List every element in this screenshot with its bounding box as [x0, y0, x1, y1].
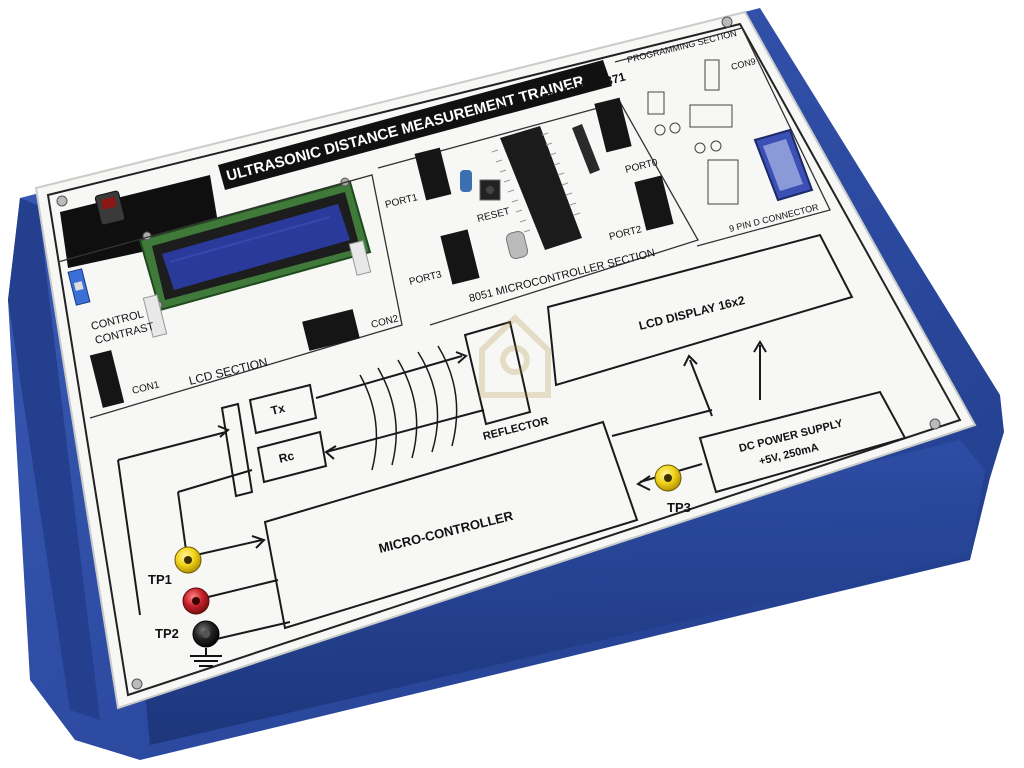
tx-label: Tx — [269, 401, 286, 418]
lcd-display-block — [546, 233, 854, 387]
programming-footprints — [647, 59, 739, 205]
ultrasonic-waves — [359, 345, 458, 471]
tp1-jack[interactable] — [174, 546, 202, 574]
port2-header[interactable] — [634, 175, 674, 231]
crystal — [505, 230, 529, 260]
lcd-module — [138, 177, 372, 338]
tp2-black-jack[interactable] — [192, 620, 220, 648]
ground-icon — [190, 648, 222, 667]
screw-icon — [929, 418, 941, 430]
mcu-chip — [500, 126, 582, 250]
screw-icon — [721, 16, 733, 28]
tp3-label: TP3 — [667, 500, 691, 515]
port0-header[interactable] — [594, 97, 632, 153]
con1-header[interactable] — [89, 350, 125, 408]
reflector-block — [463, 320, 532, 426]
tp1-label: TP1 — [148, 572, 172, 587]
power-switch-area: ON — [60, 175, 220, 268]
test-points: TP1 TP2 TP3 — [148, 464, 691, 667]
mcu-pins — [491, 132, 581, 233]
watermark-logo — [479, 313, 551, 398]
front-panel — [34, 10, 977, 710]
screw-icon — [131, 678, 143, 690]
con2-header[interactable] — [302, 309, 360, 351]
tp2-red-jack[interactable] — [182, 587, 210, 615]
rc-label: Rc — [277, 449, 296, 466]
rc-block — [256, 430, 328, 484]
tx-block — [248, 383, 318, 435]
tp3-jack[interactable] — [654, 464, 682, 492]
mcu-block — [263, 420, 639, 630]
port3-header[interactable] — [440, 229, 480, 285]
power-switch-label: ON — [171, 187, 188, 201]
tp2-label: TP2 — [155, 626, 179, 641]
port1-header[interactable] — [414, 147, 452, 201]
screw-icons — [56, 16, 941, 690]
screw-icon — [56, 195, 68, 207]
psu-block — [698, 390, 907, 494]
capacitor — [460, 170, 472, 192]
